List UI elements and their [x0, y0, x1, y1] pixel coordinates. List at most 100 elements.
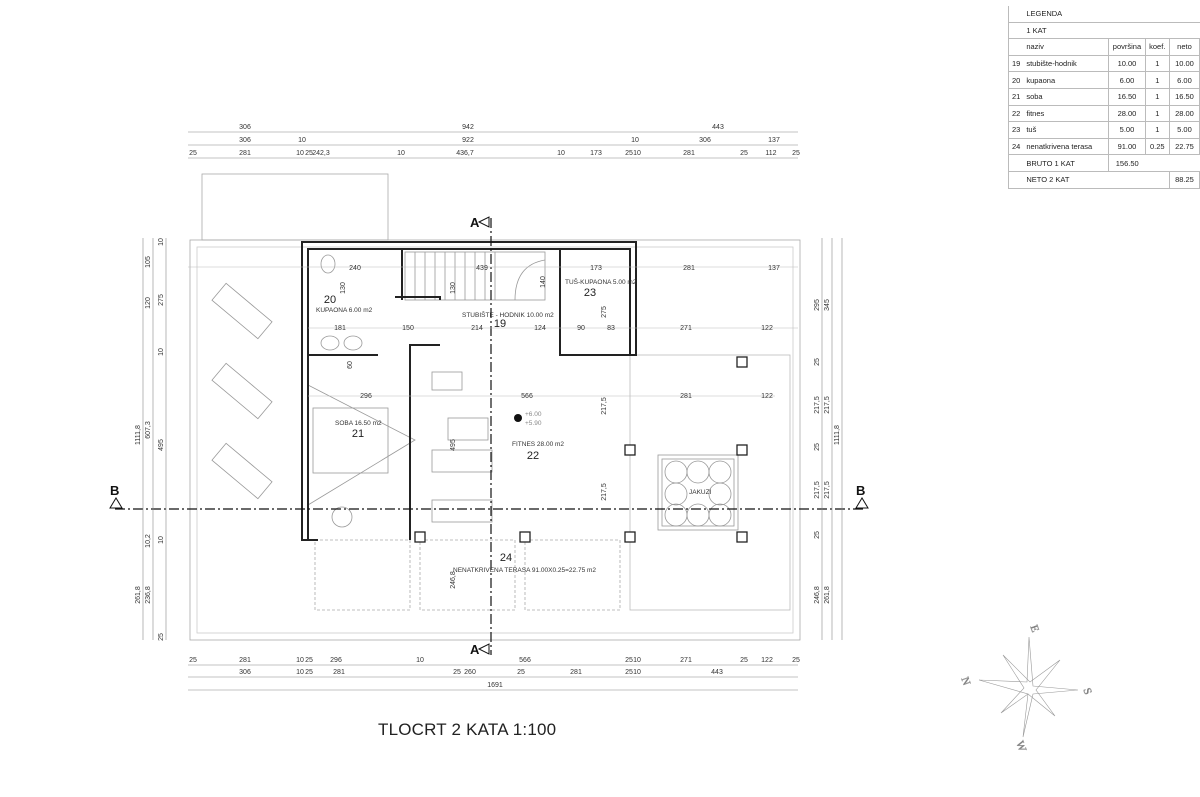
dimension-label: 122 — [761, 393, 773, 400]
pergola-left — [314, 539, 411, 611]
dimension-label: 10 — [296, 669, 304, 676]
legend-cell-area: 5.00 — [1108, 121, 1146, 139]
dimension-label: 10 — [158, 348, 165, 356]
legend-cell-net: 5.00 — [1168, 121, 1200, 139]
dimension-label: 112 — [765, 150, 776, 157]
legend-cell-no: 22 — [1008, 104, 1024, 122]
dimension-label: 25 — [814, 443, 821, 451]
legend-cell-coef: 1 — [1144, 104, 1170, 122]
dimension-label: 217,5 — [601, 483, 608, 501]
room-22-label: FITNES 28.00 m2 — [512, 441, 564, 448]
dimension-label: 295 — [814, 299, 821, 311]
dimension-label: 10 — [397, 150, 405, 157]
dimension-label: 281 — [239, 657, 251, 664]
dimension-label: 296 — [360, 393, 372, 400]
room-24-number: 24 — [500, 552, 512, 564]
legend-cell-name: nenatkrivena terasa — [1023, 137, 1109, 155]
dimension-label: 566 — [521, 393, 533, 400]
drawing-title: TLOCRT 2 KATA 1:100 — [378, 720, 557, 739]
legend-cell-name: soba — [1023, 87, 1109, 106]
dimension-label: 345 — [824, 299, 831, 311]
col-name: naziv — [1023, 38, 1109, 56]
dimension-label: 130 — [450, 282, 457, 294]
bed — [307, 384, 416, 506]
legend-cell-net: 28.00 — [1168, 104, 1200, 122]
section-lines — [115, 218, 865, 655]
room-21-number: 21 — [352, 428, 364, 440]
dimension-label: 217,5 — [814, 481, 821, 499]
col-coef: koef. — [1144, 38, 1170, 56]
dimension-label: 607,3 — [145, 421, 152, 439]
room-19-label: STUBIŠTE - HODNIK 10.00 m2 — [462, 310, 554, 319]
dimension-label: 281 — [680, 393, 692, 400]
dimension-label: 942 — [462, 124, 474, 131]
bruto-label: BRUTO 1 KAT — [1023, 154, 1109, 172]
dimension-label: 25 — [189, 150, 197, 157]
dimension-label: 10 — [158, 536, 165, 544]
compass-s: S — [1080, 686, 1093, 696]
dimension-label: 281 — [570, 669, 582, 676]
dimension-label: 105 — [145, 256, 152, 268]
dimension-label: 261,8 — [135, 586, 142, 604]
dimension-label: 443 — [711, 669, 723, 676]
room-22-number: 22 — [527, 450, 539, 462]
stairs — [404, 251, 546, 301]
neto-value: 88.25 — [1168, 170, 1200, 189]
sun-loungers — [211, 282, 273, 500]
dimension-label: 10 — [633, 150, 641, 157]
dimension-label: 10 — [557, 150, 565, 157]
compass-rose-icon: E N S W — [958, 623, 1094, 754]
legend-cell-net: 16.50 — [1168, 87, 1200, 106]
legend-heading: LEGENDA — [1026, 9, 1063, 19]
dimension-label: 242,3 — [312, 150, 330, 157]
dimension-label: 130 — [340, 282, 347, 294]
legend-cell-no: 19 — [1008, 54, 1024, 72]
section-a-bottom-label: A — [470, 642, 480, 657]
dimension-label: 181 — [334, 325, 346, 332]
dimension-label: 10 — [631, 137, 639, 144]
room-23-number: 23 — [584, 287, 596, 299]
legend-cell-name: fitnes — [1023, 104, 1109, 122]
columns — [414, 356, 748, 543]
gym-equipment — [431, 371, 493, 523]
dimension-label: 306 — [699, 137, 711, 144]
room-20-number: 20 — [324, 294, 336, 306]
section-b-right-label: B — [856, 483, 865, 498]
dimension-label: 25 — [814, 531, 821, 539]
dimension-label: 922 — [462, 137, 474, 144]
roof-overhang — [201, 173, 389, 241]
legend-floor: 1 KAT — [1023, 21, 1200, 39]
dimension-label: 25 — [305, 150, 313, 157]
dimension-label: 25 — [625, 669, 633, 676]
dimension-label: 120 — [145, 297, 152, 309]
dimension-label: 60 — [347, 361, 354, 369]
dimension-label: 10 — [158, 238, 165, 246]
dimension-label: 25 — [305, 657, 313, 664]
dimension-label: 25 — [792, 150, 800, 157]
dimension-label: 296 — [330, 657, 342, 664]
dimension-label: 246,8 — [814, 586, 821, 604]
level-marker-icon — [514, 414, 522, 422]
legend-cell-net: 6.00 — [1168, 71, 1200, 89]
dimension-label: 10 — [633, 669, 641, 676]
dimension-label: 281 — [683, 150, 695, 157]
dimension-label: 10 — [296, 150, 304, 157]
pergola-right — [524, 539, 621, 611]
dimension-label: 137 — [768, 265, 780, 272]
legend-cell-area: 10.00 — [1108, 54, 1146, 72]
legend-cell-area: 28.00 — [1108, 104, 1146, 122]
dimension-label: 236,8 — [145, 586, 152, 604]
legend-cell-name: stubište-hodnik — [1023, 54, 1109, 72]
col-net: neto — [1168, 38, 1200, 56]
dimension-label: 10 — [296, 657, 304, 664]
dimension-label: 217,5 — [824, 396, 831, 414]
dimension-label: 217,5 — [814, 396, 821, 414]
dimension-label: 150 — [402, 325, 414, 332]
dimension-label: 140 — [540, 276, 547, 288]
dimension-label: 83 — [607, 325, 615, 332]
